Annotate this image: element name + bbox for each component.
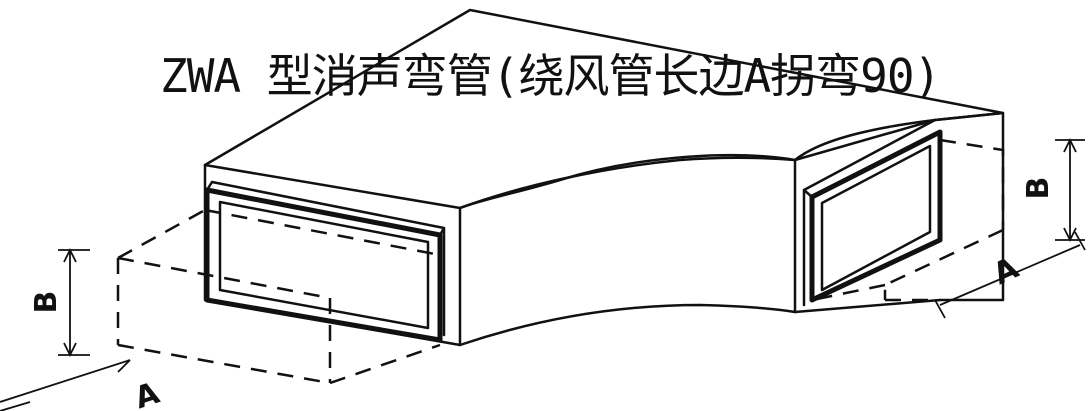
right-phantom-duct <box>811 138 1005 302</box>
left-b-label: B <box>29 291 64 314</box>
diagram-title: ZWA 型消声弯管(绕风管长边A拐弯90) <box>160 49 941 103</box>
left-a-dim-line <box>0 359 131 411</box>
right-b-label: B <box>1021 177 1056 200</box>
right-flange-inner <box>820 144 932 292</box>
left-a-label: A <box>131 375 165 411</box>
right-a-dim-line <box>934 231 1086 319</box>
elbow-front-bottom <box>458 303 797 347</box>
right-b-dim-line <box>1055 137 1085 243</box>
elbow-top-face <box>203 8 1005 210</box>
left-b-dim-line <box>58 247 90 358</box>
right-flange-outer <box>809 129 943 303</box>
left-end-frame <box>203 163 462 347</box>
elbow-throat-edge <box>458 156 797 210</box>
left-flange-lip <box>205 180 446 337</box>
right-flange-lip <box>802 118 937 307</box>
left-flange-inner <box>218 200 430 330</box>
left-phantom-duct <box>116 208 441 385</box>
left-flange-outer <box>204 187 443 343</box>
